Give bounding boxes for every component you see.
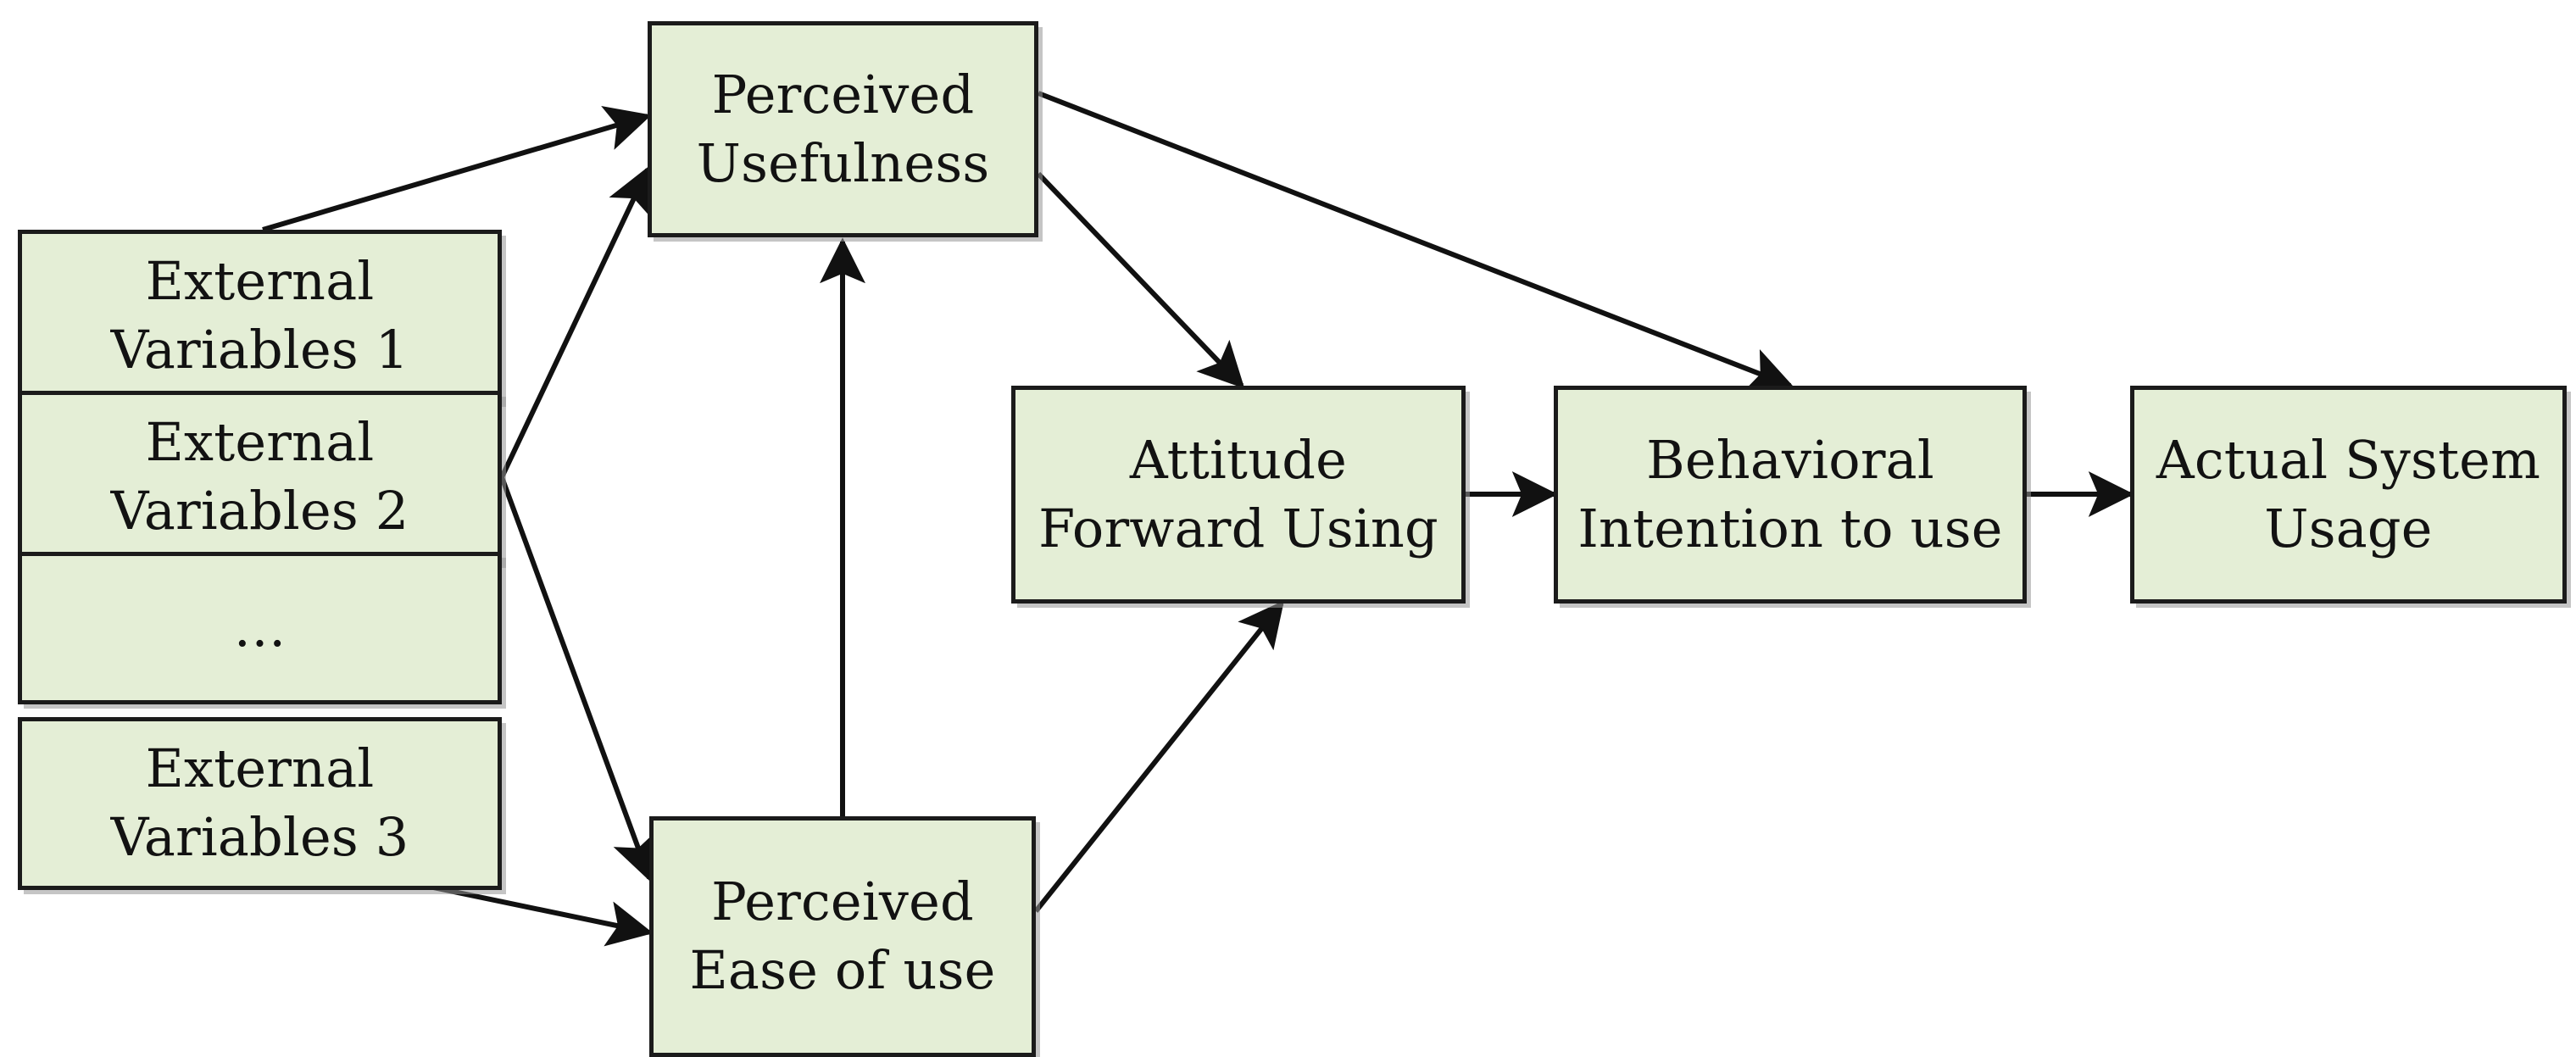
- node-behavioral-intention-to-use[interactable]: Behavioral Intention to use: [1554, 386, 2027, 604]
- node-label: External Variables 2: [110, 411, 409, 542]
- node-attitude-forward-using[interactable]: Attitude Forward Using: [1011, 386, 1466, 604]
- edge-pu-to-atu: [1036, 171, 1245, 389]
- edge-ev2-to-pu: [499, 165, 651, 479]
- node-label: External Variables 3: [110, 737, 409, 868]
- node-label: …: [233, 596, 298, 659]
- node-external-variables-1[interactable]: External Variables 1: [18, 230, 502, 403]
- node-label: External Variables 1: [110, 250, 409, 381]
- node-label: Attitude Forward Using: [1038, 428, 1438, 559]
- edge-peou-to-atu: [1033, 600, 1284, 913]
- edge-pu-to-bi: [1037, 91, 1794, 392]
- node-label: Behavioral Intention to use: [1577, 428, 2003, 559]
- node-external-variables-ellipsis[interactable]: …: [18, 552, 502, 704]
- edge-ev2-to-peou: [499, 476, 657, 882]
- node-actual-system-usage[interactable]: Actual System Usage: [2130, 386, 2567, 604]
- node-external-variables-3[interactable]: External Variables 3: [18, 717, 502, 890]
- node-perceived-ease-of-use[interactable]: Perceived Ease of use: [649, 816, 1036, 1057]
- node-label: Actual System Usage: [2156, 428, 2541, 559]
- node-label: Perceived Ease of use: [689, 871, 996, 1001]
- node-external-variables-2[interactable]: External Variables 2: [18, 391, 502, 564]
- edge-ev1-to-pu: [262, 106, 652, 232]
- node-perceived-usefulness[interactable]: Perceived Usefulness: [648, 21, 1038, 237]
- node-label: Perceived Usefulness: [696, 63, 990, 194]
